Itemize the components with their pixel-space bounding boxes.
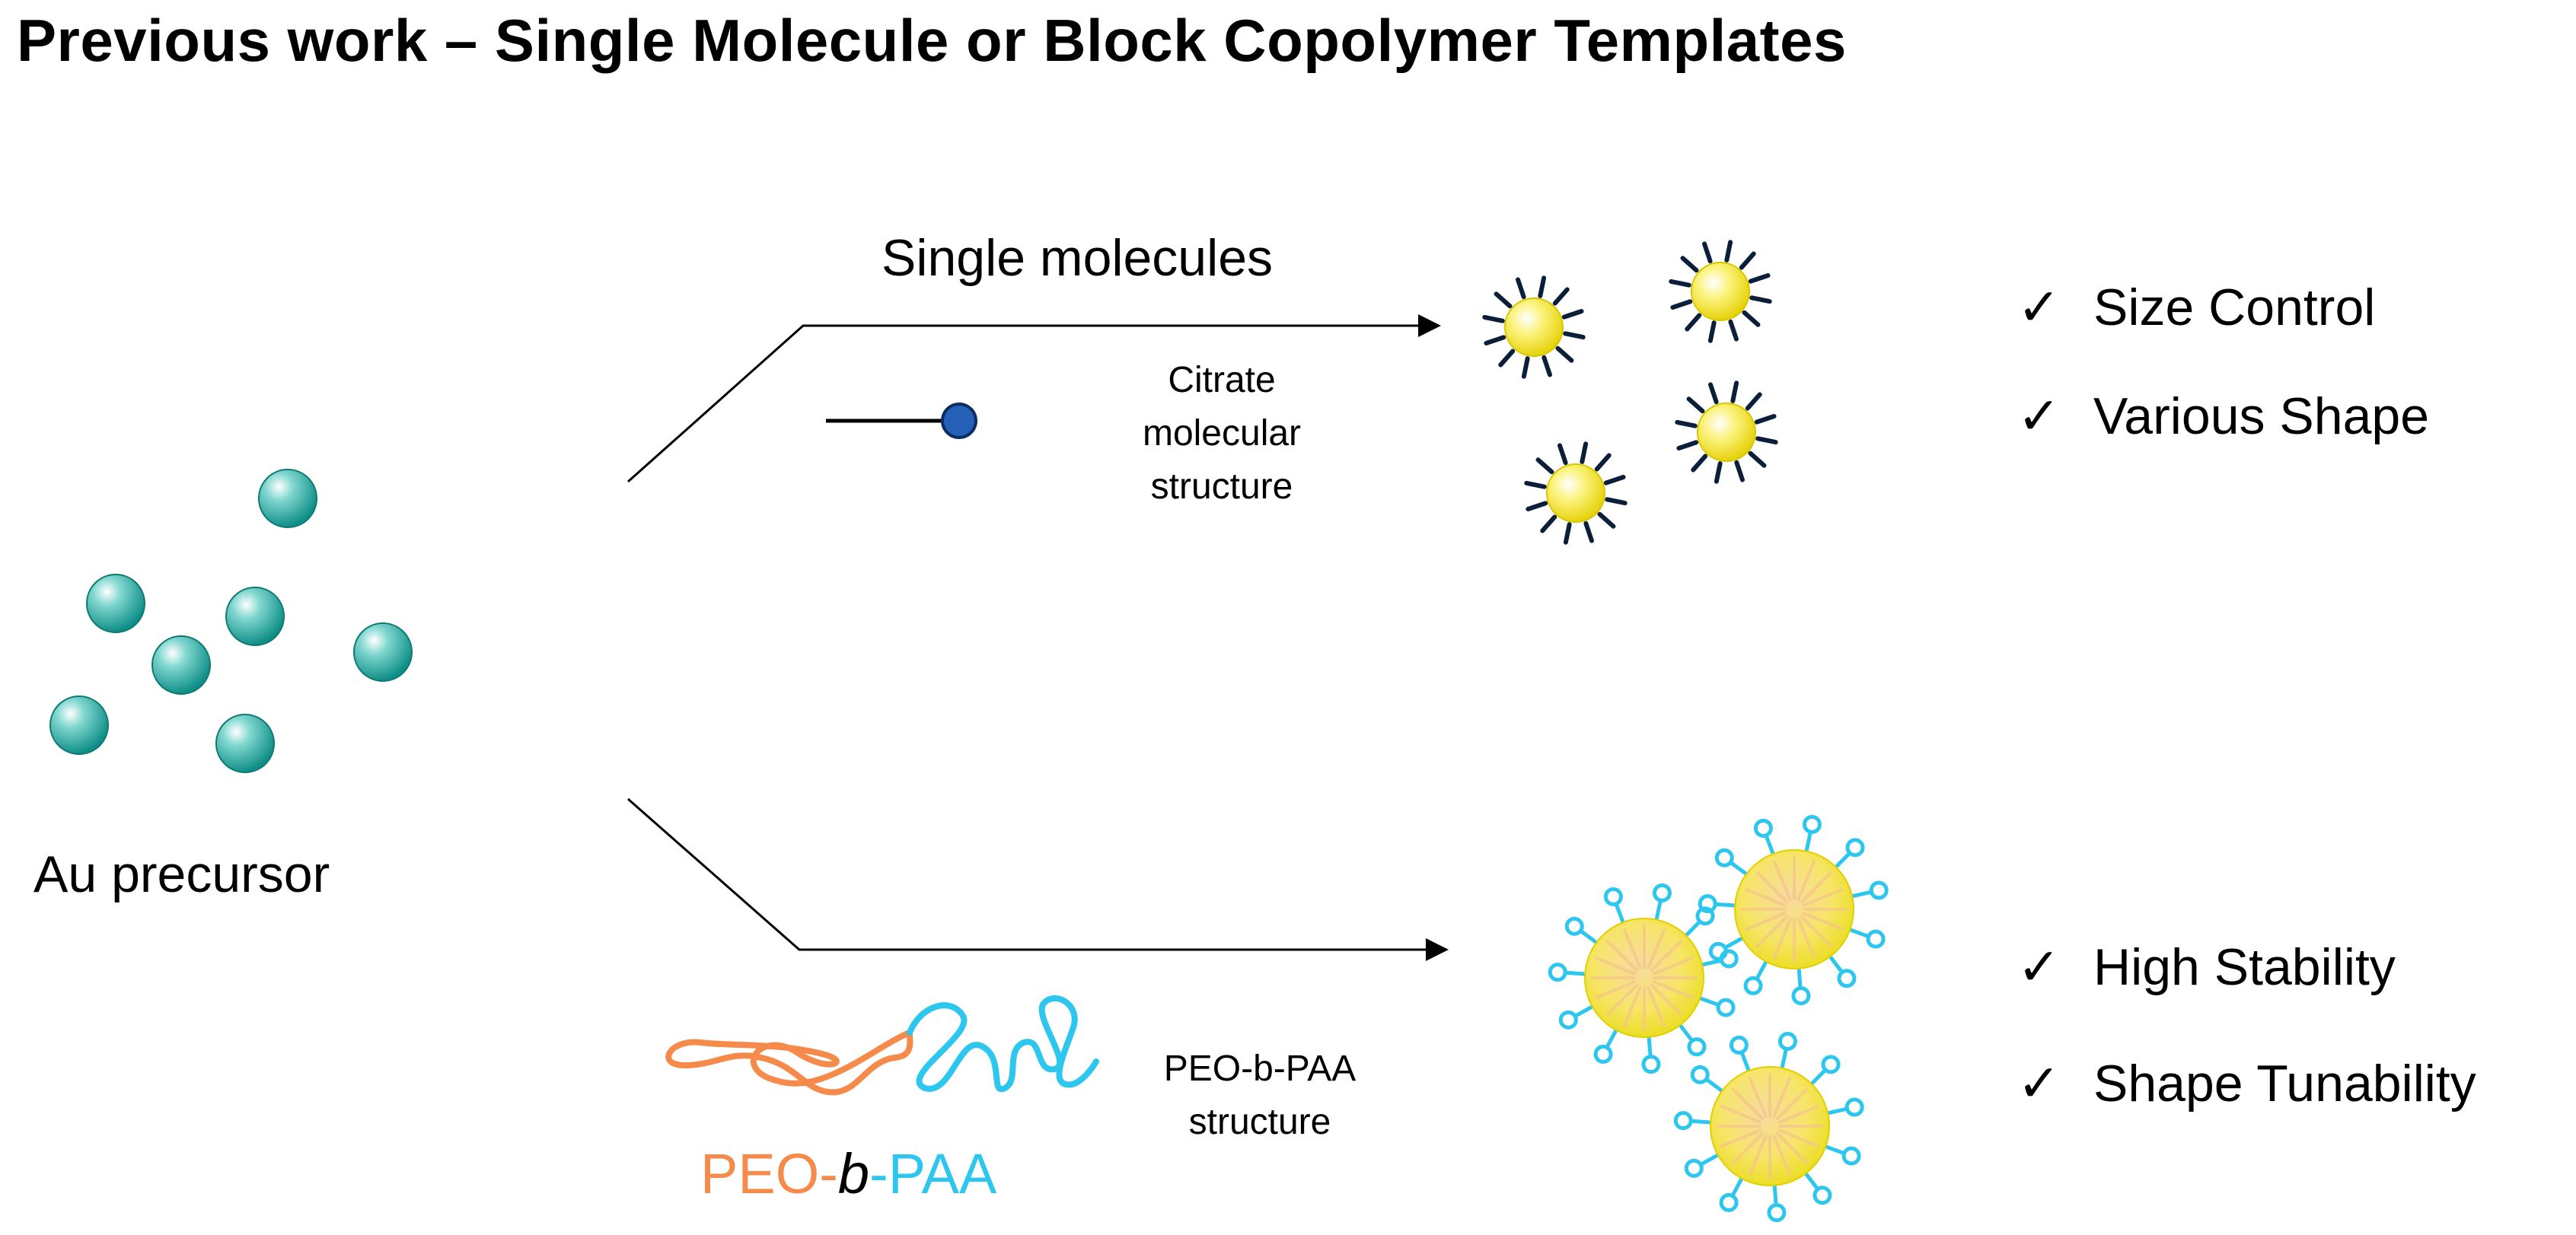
polymer-label-paa: -PAA (869, 1142, 997, 1205)
citrate-caption-line: molecular (1142, 413, 1302, 454)
benefit-text: High Stability (2093, 938, 2396, 996)
citrate-caption-line: Citrate (1168, 360, 1276, 400)
polymer-nanoparticle (1698, 814, 1889, 1006)
precursor-sphere (353, 622, 413, 682)
citrate-nanoparticle (1482, 275, 1586, 379)
citrate-nanoparticle (1669, 240, 1772, 343)
polymer-structure-caption-line: PEO-b-PAA (1163, 1049, 1357, 1089)
precursor-sphere (151, 635, 211, 695)
paa-block (907, 995, 1099, 1093)
checkmark-icon: ✓ (2017, 387, 2061, 445)
checkmark-icon: ✓ (2017, 279, 2061, 336)
peo-block (665, 1030, 913, 1096)
polymer-nanoparticle (1548, 883, 1739, 1074)
benefit-text: Size Control (2093, 279, 2376, 336)
benefit-item: ✓ Various Shape (2017, 387, 2429, 447)
benefit-text: Shape Tunability (2093, 1055, 2476, 1112)
polymer-structure-caption-line: structure (1188, 1102, 1331, 1142)
precursor-sphere (215, 714, 275, 773)
precursor-sphere (86, 574, 145, 633)
polymer-nanoparticle (1673, 1031, 1864, 1223)
citrate-nanoparticle (1675, 380, 1778, 484)
precursor-sphere (49, 695, 109, 755)
bottom-route-arrow (627, 797, 1449, 961)
precursor-sphere (225, 587, 285, 646)
benefit-text: Various Shape (2093, 387, 2430, 445)
citrate-molecule-icon (826, 403, 977, 439)
single-molecules-heading: Single molecules (882, 229, 1274, 287)
citrate-nanoparticles (1482, 240, 1778, 545)
citrate-caption: Citrate molecular structure (1096, 354, 1347, 514)
citrate-nanoparticle (1524, 441, 1628, 545)
precursor-spheres (49, 469, 413, 773)
polymer-nanoparticles (1548, 814, 1889, 1223)
checkmark-icon: ✓ (2017, 938, 2061, 996)
checkmark-icon: ✓ (2017, 1055, 2061, 1112)
top-route-arrow (627, 314, 1441, 483)
polymer-structure-caption: PEO-b-PAA structure (1127, 1042, 1393, 1149)
citrate-caption-line: structure (1150, 466, 1293, 507)
polymer-label-b: b (837, 1142, 870, 1205)
polymer-label: PEO-b-PAA (700, 1141, 996, 1206)
precursor-sphere (258, 469, 317, 528)
polymer-label-peo: PEO- (700, 1142, 838, 1205)
peo-b-paa-chain-icon (665, 995, 1099, 1096)
benefit-item: ✓ Size Control (2017, 278, 2375, 338)
benefit-item: ✓ Shape Tunability (2017, 1054, 2476, 1114)
page-title: Previous work – Single Molecule or Block… (17, 7, 1847, 74)
precursor-label: Au precursor (33, 845, 330, 903)
benefit-item: ✓ High Stability (2017, 937, 2396, 998)
